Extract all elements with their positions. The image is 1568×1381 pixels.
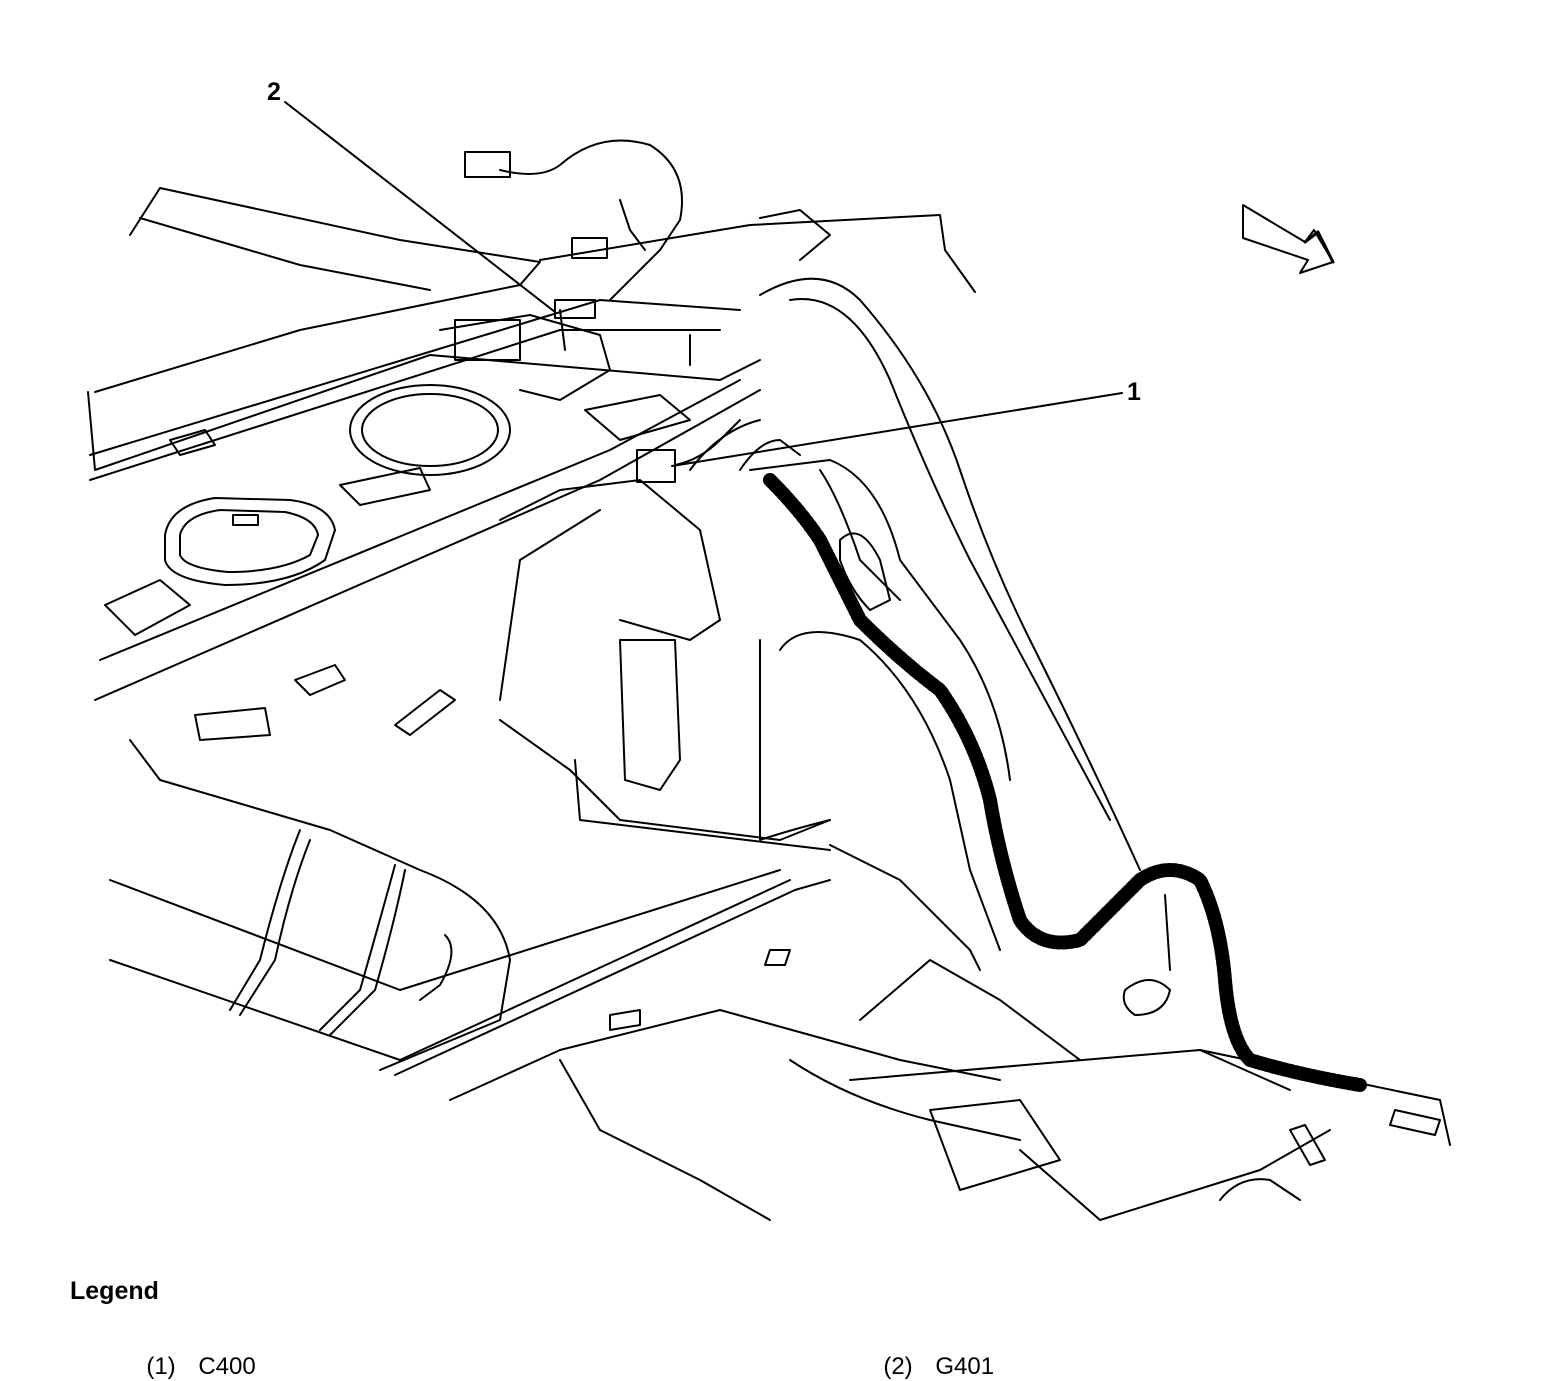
rear-shelf-panel xyxy=(87,187,976,701)
callout-2: 2 xyxy=(267,78,281,106)
module-connector xyxy=(464,151,608,319)
leader-line-2 xyxy=(284,101,556,313)
direction-arrow-icon xyxy=(1242,204,1335,274)
legend-item-g401: (2) G401 xyxy=(870,1325,994,1381)
shelf-openings xyxy=(104,384,511,741)
rear-quarter-panel xyxy=(749,277,1141,971)
wiring-harness xyxy=(739,439,1367,1092)
legend-item-number: (2) xyxy=(883,1353,913,1380)
callout-1: 1 xyxy=(1127,378,1141,406)
callout-leaders xyxy=(284,101,1123,467)
ground-studs xyxy=(559,309,1171,971)
legend-item-c400: (1) C400 xyxy=(133,1325,256,1381)
legend-item-label: G401 xyxy=(935,1353,995,1380)
loose-wiring xyxy=(229,139,683,1036)
trunk-floor xyxy=(109,739,1451,1221)
legend-item-number: (1) xyxy=(146,1353,176,1380)
rear-body-wiring-illustration xyxy=(87,101,1451,1221)
legend-item-label: C400 xyxy=(198,1353,256,1380)
leader-line-1 xyxy=(671,392,1123,467)
center-brace xyxy=(439,314,831,851)
legend-title: Legend xyxy=(70,1277,159,1305)
